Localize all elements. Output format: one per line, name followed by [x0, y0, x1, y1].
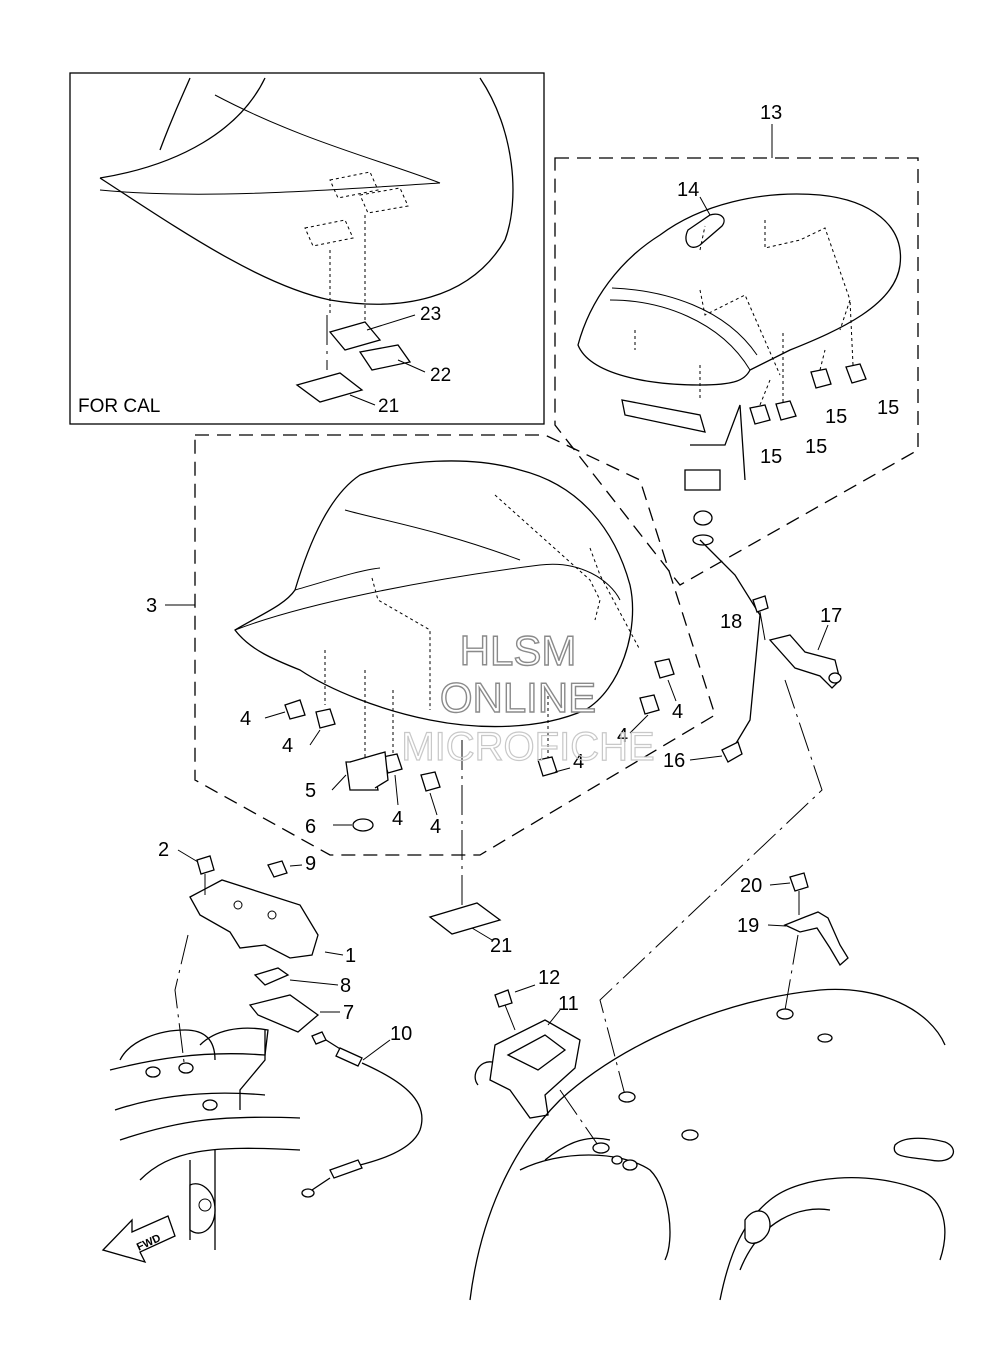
watermark-line-1: HLSM — [460, 627, 577, 674]
hardware-16-18: 16 17 18 — [599, 539, 842, 1096]
callout-14: 14 — [677, 179, 699, 201]
label-21-lower: 21 — [428, 902, 512, 957]
callout-9: 9 — [305, 853, 316, 875]
callout-5: 5 — [305, 780, 316, 802]
watermark: HLSM ONLINE MICROFICHE — [401, 626, 656, 769]
callout-1: 1 — [345, 945, 356, 967]
inset-for-cal: 23 22 21 FOR CAL — [69, 72, 545, 425]
callout-4-f: 4 — [617, 725, 628, 747]
callout-2: 2 — [158, 839, 169, 861]
callout-15-c: 15 — [825, 406, 847, 428]
callout-10: 10 — [390, 1023, 412, 1045]
group-13-passenger-seat: 13 14 15 15 15 15 — [554, 102, 919, 586]
rear-fender — [469, 988, 955, 1301]
inset-caption: FOR CAL — [78, 396, 160, 417]
group-3-rider-seat: 3 4 4 4 4 4 — [146, 434, 716, 905]
inset-frame — [69, 72, 545, 425]
fwd-arrow-icon: FWD — [101, 1215, 176, 1264]
callout-7: 7 — [343, 1002, 354, 1024]
watermark-line-3: MICROFICHE — [401, 725, 654, 769]
callout-4-g: 4 — [672, 701, 683, 723]
frame-section — [109, 1027, 301, 1250]
callout-12: 12 — [538, 967, 560, 989]
callout-6: 6 — [305, 816, 316, 838]
callout-8: 8 — [340, 975, 351, 997]
callout-15-a: 15 — [760, 446, 782, 468]
callout-19: 19 — [737, 915, 759, 937]
cable-10: 10 — [301, 1023, 423, 1198]
callout-4-c: 4 — [392, 808, 403, 830]
callout-21: 21 — [490, 935, 512, 957]
grommet-4-group — [284, 658, 675, 792]
callout-4-a: 4 — [240, 708, 251, 730]
callout-15-b: 15 — [805, 436, 827, 458]
nut-15-group — [749, 299, 867, 425]
callout-16: 16 — [663, 750, 685, 772]
callout-23: 23 — [420, 304, 441, 325]
callout-21-inset: 21 — [378, 396, 399, 417]
callout-17: 17 — [820, 605, 842, 627]
watermark-line-2: ONLINE — [440, 674, 596, 721]
callout-3: 3 — [146, 595, 157, 617]
latch-assembly: 2 9 1 8 7 — [158, 839, 356, 1071]
callout-15-d: 15 — [877, 397, 899, 419]
callout-13: 13 — [760, 102, 782, 124]
handle-19-20: 20 19 — [737, 872, 849, 1011]
callout-22: 22 — [430, 365, 451, 386]
seat-lock-assembly: 12 11 — [474, 967, 601, 1149]
callout-20: 20 — [740, 875, 762, 897]
callout-4-e: 4 — [573, 751, 584, 773]
callout-4-d: 4 — [430, 816, 441, 838]
callout-11: 11 — [558, 993, 579, 1015]
callout-18: 18 — [720, 611, 742, 633]
callout-4-b: 4 — [282, 735, 293, 757]
